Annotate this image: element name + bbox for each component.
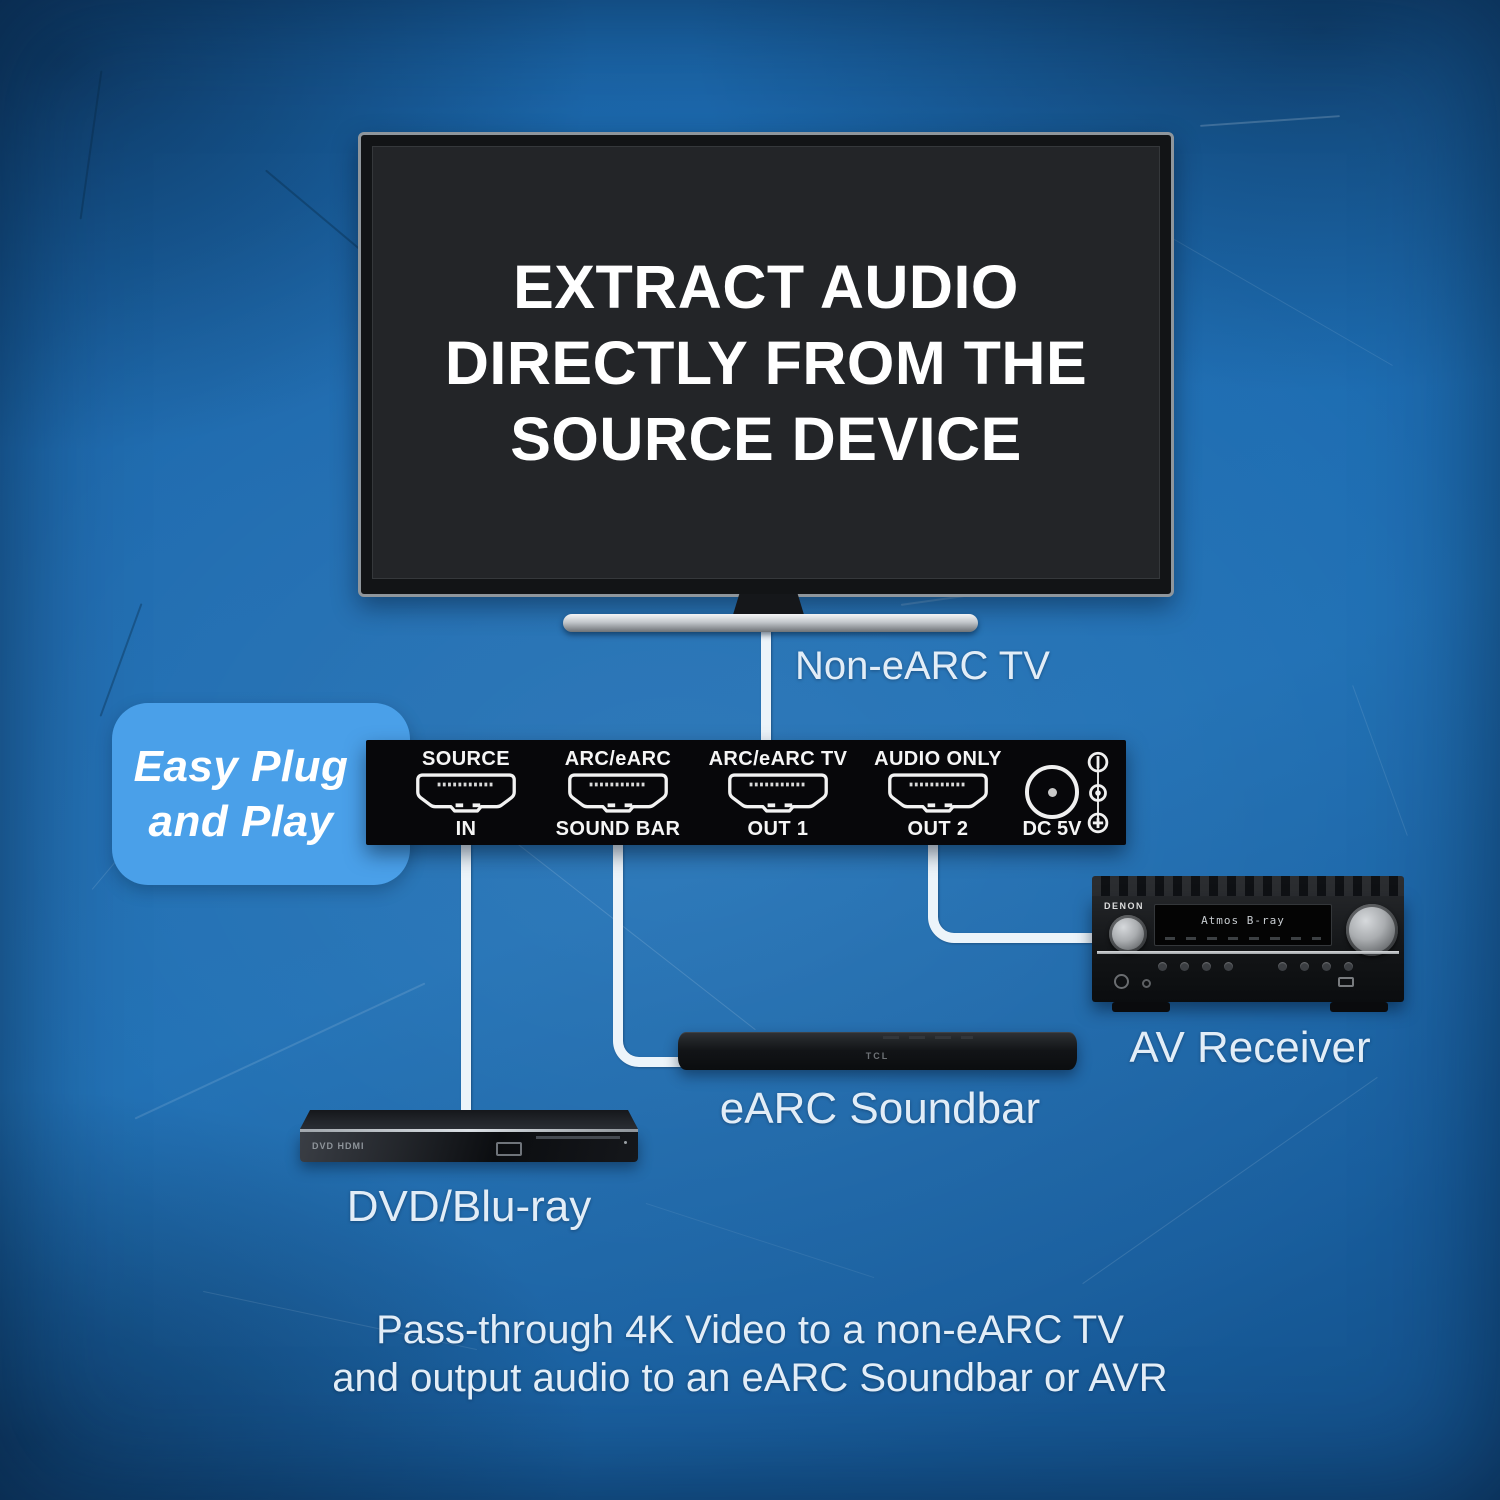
cable-extractor-to-soundbar <box>613 844 693 1067</box>
tv-label: Non-eARC TV <box>795 644 1050 688</box>
tv-screen: EXTRACT AUDIO DIRECTLY FROM THE SOURCE D… <box>372 146 1160 579</box>
setup-mic-jack-icon <box>1142 979 1151 988</box>
receiver-button-icon <box>1344 962 1353 971</box>
receiver-button-icon <box>1158 962 1167 971</box>
soundbar-buttons-icon <box>883 1036 973 1039</box>
port-arc-soundbar: ARC/eARC SOUND BAR <box>543 740 693 845</box>
port-out2-bottom-label: OUT 2 <box>907 818 969 840</box>
dvd-player: DVD HDMI <box>300 1110 638 1162</box>
tv-stand-base <box>563 614 978 632</box>
volume-knob-icon <box>1346 904 1398 956</box>
badge-line1: Easy Plug <box>133 742 349 791</box>
easy-plug-badge: Easy Plug and Play <box>112 703 410 885</box>
receiver-brand: DENON <box>1104 901 1145 911</box>
receiver-vent-grille <box>1092 876 1404 896</box>
dvd-player-edge-highlight <box>300 1129 638 1132</box>
receiver-foot <box>1112 1002 1170 1012</box>
caption-line2: and output audio to an eARC Soundbar or … <box>332 1356 1168 1400</box>
port-out1-top-label: ARC/eARC TV <box>708 748 848 770</box>
cable-extractor-to-receiver <box>928 844 1110 943</box>
disc-tray-icon <box>536 1136 620 1139</box>
port-out1-bottom-label: OUT 1 <box>747 818 809 840</box>
receiver-button-icon <box>1202 962 1211 971</box>
dvd-hdmi-logos: DVD HDMI <box>312 1141 365 1151</box>
headphone-jack-icon <box>1114 974 1129 989</box>
receiver-display-buttons-icon <box>1165 937 1321 940</box>
receiver-label: AV Receiver <box>1129 1023 1371 1072</box>
receiver-foot <box>1330 1002 1388 1012</box>
usb-port-icon <box>496 1142 522 1156</box>
easy-plug-badge-text: Easy Plug and Play <box>112 739 370 849</box>
hdmi-port-icon <box>728 773 828 813</box>
port-out2-top-label: AUDIO ONLY <box>874 748 1002 770</box>
port-source-in: SOURCE IN <box>391 740 541 845</box>
tv-headline-line3: SOURCE DEVICE <box>510 404 1022 473</box>
badge-line2: and Play <box>148 797 334 846</box>
av-receiver: DENON Atmos B-ray <box>1092 876 1404 1012</box>
cable-tv-to-extractor <box>761 631 771 741</box>
port-arc-tv-out1: ARC/eARC TV OUT 1 <box>703 740 853 845</box>
bottom-caption: Pass-through 4K Video to a non-eARC TV a… <box>0 1306 1500 1402</box>
receiver-trim-strip <box>1097 951 1399 954</box>
dvd-player-top <box>300 1110 638 1129</box>
tv-headline-line2: DIRECTLY FROM THE <box>444 328 1088 397</box>
caption-line1: Pass-through 4K Video to a non-eARC TV <box>376 1308 1124 1352</box>
hdmi-port-icon <box>568 773 668 813</box>
tv: EXTRACT AUDIO DIRECTLY FROM THE SOURCE D… <box>358 132 1174 597</box>
dvd-player-front: DVD HDMI <box>300 1132 638 1162</box>
receiver-front-panel: DENON Atmos B-ray <box>1092 896 1404 1002</box>
source-knob-icon <box>1109 915 1147 953</box>
port-soundbar-top-label: ARC/eARC <box>564 748 672 770</box>
cable-extractor-to-dvd <box>461 844 471 1112</box>
tv-headline-line1: EXTRACT AUDIO <box>513 252 1019 321</box>
port-soundbar-bottom-label: SOUND BAR <box>555 818 681 840</box>
receiver-button-icon <box>1224 962 1233 971</box>
soundbar-label: eARC Soundbar <box>719 1084 1041 1133</box>
hdmi-port-icon <box>416 773 516 813</box>
hdmi-audio-extractor: SOURCE IN ARC/eARC SOUND BAR ARC/eARC TV <box>366 740 1126 845</box>
power-led-icon <box>624 1141 627 1144</box>
dc-power-label: DC 5V <box>1022 818 1082 840</box>
receiver-display: Atmos B-ray <box>1154 904 1332 946</box>
receiver-button-icon <box>1300 962 1309 971</box>
dvd-label: DVD/Blu-ray <box>346 1182 592 1231</box>
usb-port-icon <box>1338 977 1354 987</box>
receiver-button-icon <box>1180 962 1189 971</box>
port-audio-only-out2: AUDIO ONLY OUT 2 <box>863 740 1013 845</box>
tv-headline: EXTRACT AUDIO DIRECTLY FROM THE SOURCE D… <box>445 249 1087 477</box>
receiver-display-text: Atmos B-ray <box>1201 914 1285 927</box>
soundbar: TCL <box>678 1032 1077 1070</box>
port-source-bottom-label: IN <box>455 818 477 840</box>
power-polarity-icon <box>1087 751 1109 834</box>
port-source-top-label: SOURCE <box>422 748 510 770</box>
soundbar-brand: TCL <box>865 1051 890 1061</box>
receiver-button-icon <box>1278 962 1287 971</box>
hdmi-port-icon <box>888 773 988 813</box>
dc-power-jack-icon <box>1025 765 1079 819</box>
receiver-button-icon <box>1322 962 1331 971</box>
